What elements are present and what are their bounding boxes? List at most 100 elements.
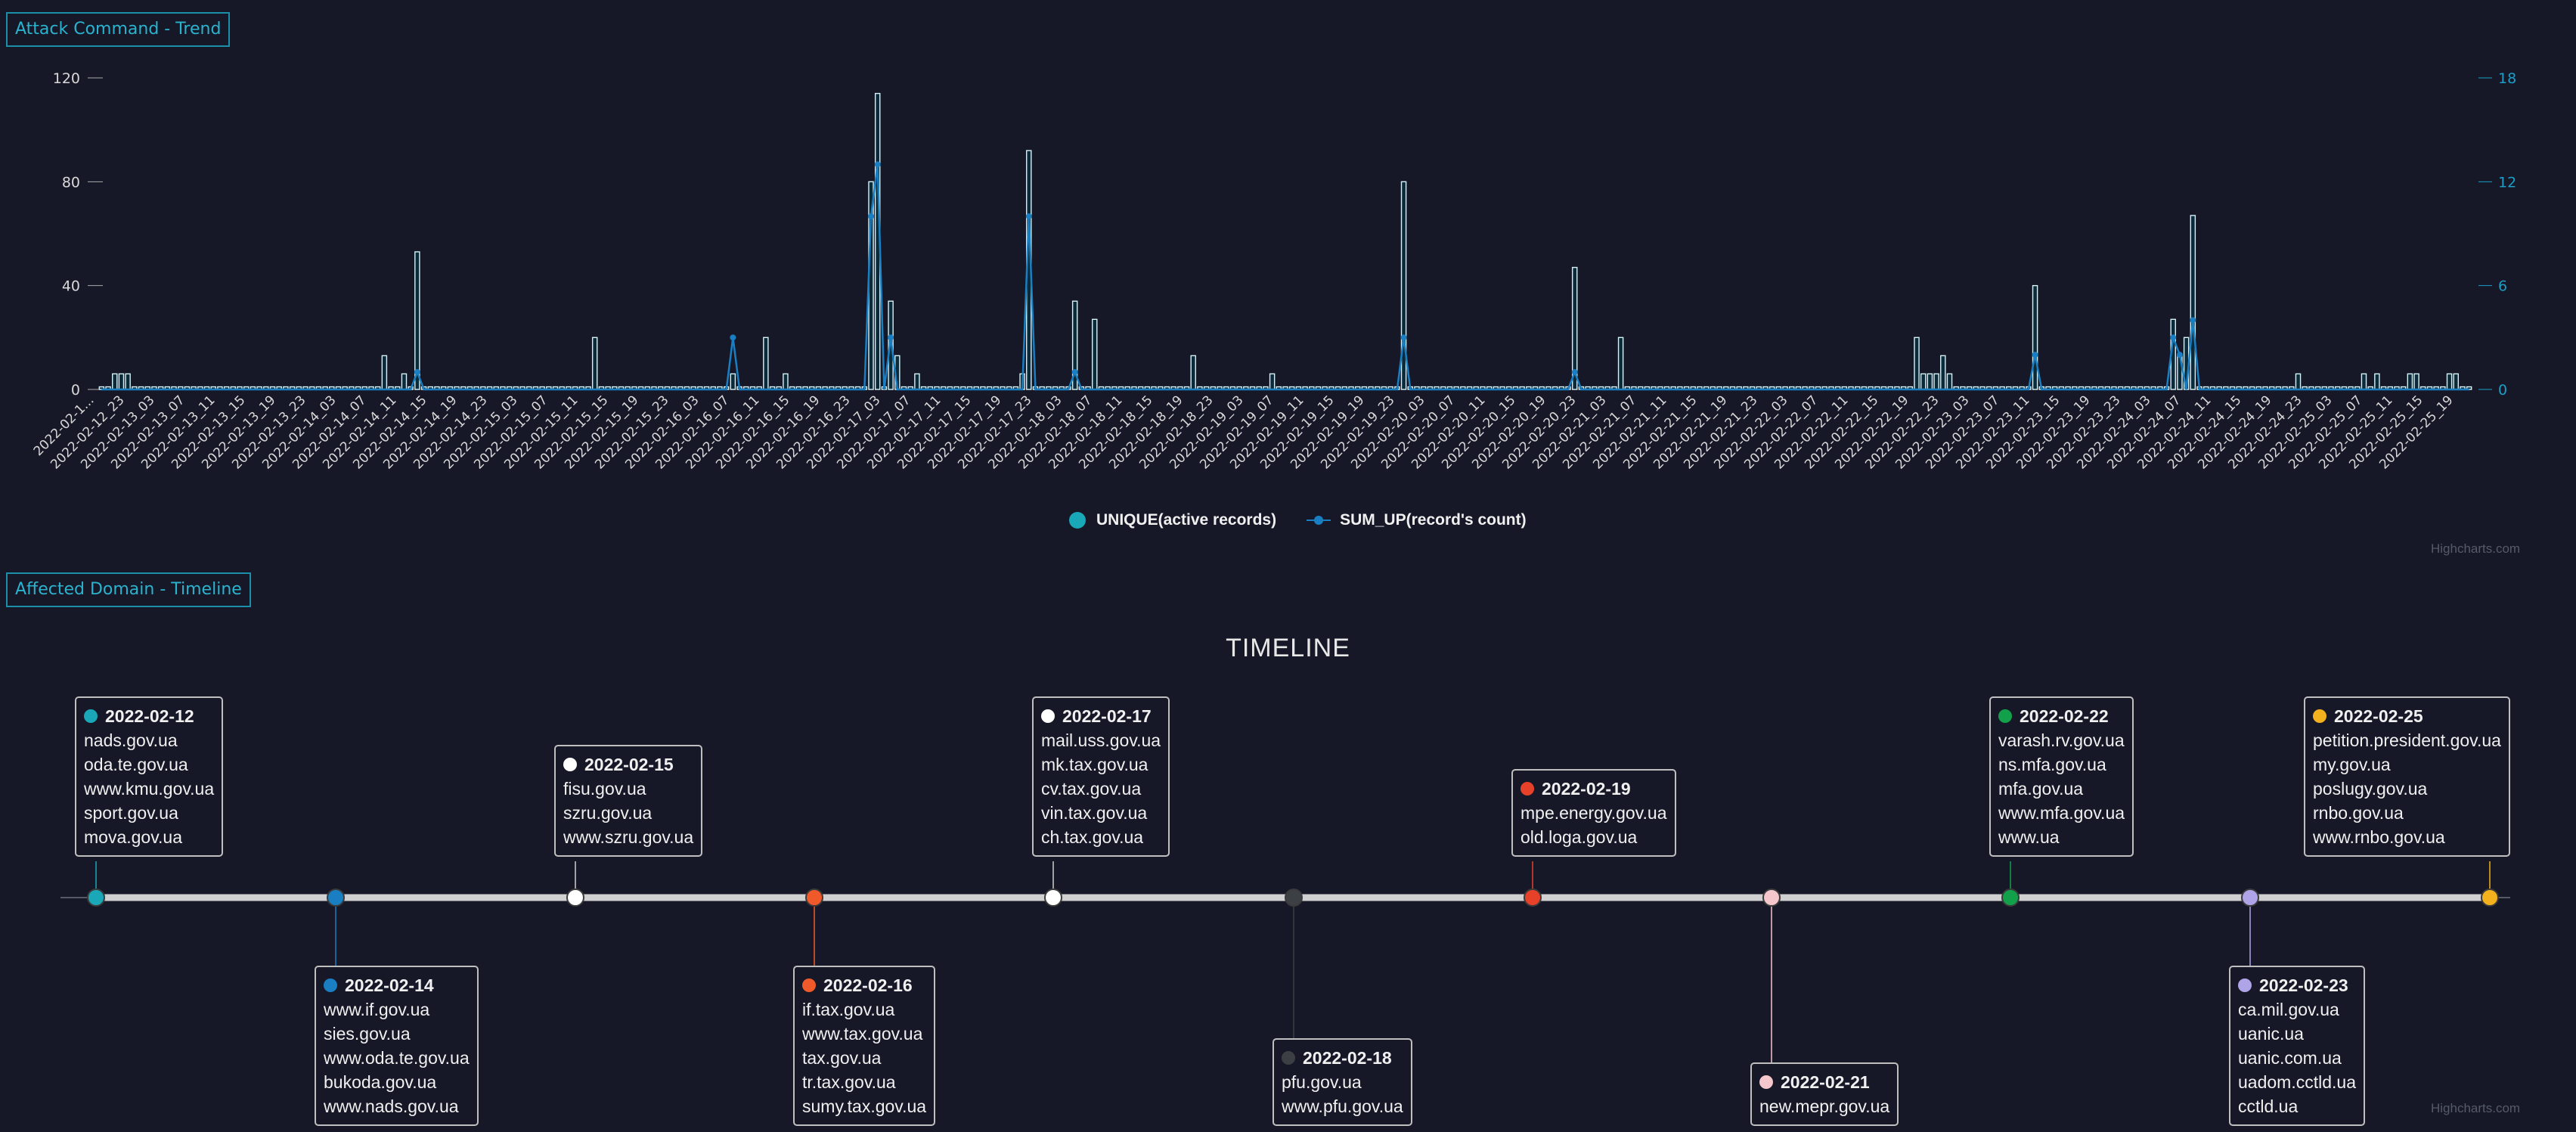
timeline-event-domain: poslugy.gov.ua: [2313, 779, 2428, 799]
timeline-event-date: 2022-02-16: [823, 975, 913, 995]
sum-up-point[interactable]: [1571, 369, 1578, 376]
timeline-point[interactable]: [2481, 889, 2499, 907]
timeline-event-domain: www.szru.gov.ua: [563, 827, 694, 847]
unique-bar[interactable]: [1071, 300, 1078, 390]
unique-bar[interactable]: [2032, 284, 2038, 390]
sum-up-point[interactable]: [2176, 352, 2183, 358]
timeline-point[interactable]: [327, 889, 345, 907]
timeline-event-domain: www.pfu.gov.ua: [1282, 1096, 1403, 1116]
timeline-event-domain: www.tax.gov.ua: [802, 1024, 923, 1044]
timeline-panel-title: Affected Domain - Timeline: [6, 572, 251, 607]
unique-bar[interactable]: [1400, 181, 1407, 390]
legend-item-unique[interactable]: UNIQUE(active records): [1068, 510, 1276, 530]
timeline-event-domain: www.if.gov.ua: [324, 1000, 430, 1019]
timeline-event-domain: nads.gov.ua: [84, 730, 178, 750]
event-dot-icon: [1998, 709, 2012, 723]
unique-bar[interactable]: [414, 251, 420, 390]
sum-up-point[interactable]: [874, 161, 881, 168]
timeline-event-domain: fisu.gov.ua: [563, 779, 646, 799]
timeline-credits[interactable]: Highcharts.com: [2431, 1101, 2521, 1115]
trend-panel-title: Attack Command - Trend: [6, 12, 231, 47]
timeline-event-domain: tr.tax.gov.ua: [802, 1072, 896, 1092]
sum-up-point[interactable]: [2170, 334, 2177, 341]
timeline-event-domain: mpe.energy.gov.ua: [1520, 803, 1667, 823]
event-dot-icon: [2238, 978, 2252, 992]
timeline-event-domain: tax.gov.ua: [802, 1048, 882, 1068]
legend-label-unique: UNIQUE(active records): [1096, 511, 1277, 529]
x-axis-labels: 2022-02-1...2022-02-12_232022-02-13_0320…: [31, 392, 2457, 472]
timeline-point[interactable]: [2241, 889, 2259, 907]
timeline-event-date: 2022-02-25: [2334, 706, 2423, 726]
timeline-event-domain: ns.mfa.gov.ua: [1998, 755, 2106, 774]
sum-up-point[interactable]: [730, 334, 736, 341]
right-axis-tick: 6: [2498, 278, 2507, 295]
timeline-point[interactable]: [1524, 889, 1542, 907]
timeline-point[interactable]: [87, 889, 105, 907]
timeline-event-domain: uanic.ua: [2238, 1024, 2304, 1044]
right-axis-tick: 0: [2498, 382, 2507, 399]
left-axis-tick: 40: [62, 278, 80, 295]
timeline-event-domain: ca.mil.gov.ua: [2238, 1000, 2339, 1019]
sum-up-point[interactable]: [888, 334, 894, 341]
sum-up-point[interactable]: [1400, 334, 1407, 341]
timeline-event-domain: uadom.cctld.ua: [2238, 1072, 2356, 1092]
sum-up-point[interactable]: [414, 369, 420, 376]
unique-bar[interactable]: [1571, 266, 1578, 390]
timeline-event-domain: www.ua: [1998, 827, 2060, 847]
sum-up-point[interactable]: [1071, 369, 1078, 376]
timeline-event-box[interactable]: 2022-02-12 nads.gov.ua oda.te.gov.ua www.km…: [75, 696, 224, 857]
sum-up-series: [101, 161, 2469, 391]
timeline-event-date-row: 2022-02-22: [1998, 704, 2125, 728]
left-axis-tick: 0: [71, 382, 80, 399]
timeline-event-domain: cctld.ua: [2238, 1096, 2299, 1116]
timeline-event-date-row: 2022-02-23: [2238, 973, 2356, 997]
timeline-event-domain: mova.gov.ua: [84, 827, 182, 847]
timeline-point[interactable]: [2001, 889, 2020, 907]
chart-credits[interactable]: Highcharts.com: [2431, 541, 2521, 556]
timeline-event-date-row: 2022-02-12: [84, 704, 214, 728]
timeline-event-domain: www.kmu.gov.ua: [84, 779, 215, 799]
unique-bar[interactable]: [888, 300, 894, 390]
timeline-event-domain: mfa.gov.ua: [1998, 779, 2084, 799]
timeline-event-date-row: 2022-02-17: [1041, 704, 1161, 728]
sum-up-line[interactable]: [101, 164, 2469, 391]
timeline-event-domain: www.mfa.gov.ua: [1998, 803, 2125, 823]
timeline-event-date: 2022-02-22: [2020, 706, 2109, 726]
event-dot-icon: [1759, 1075, 1773, 1089]
left-axis-tick: 120: [53, 70, 80, 87]
sum-up-point[interactable]: [2032, 352, 2038, 358]
timeline-event-domain: oda.te.gov.ua: [84, 755, 188, 774]
timeline-point[interactable]: [566, 889, 584, 907]
right-axis-tick: 12: [2498, 174, 2516, 191]
unique-bar[interactable]: [2190, 215, 2196, 390]
legend-label-sum-up: SUM_UP(record's count): [1340, 511, 1527, 529]
timeline-event-domain: my.gov.ua: [2313, 755, 2391, 774]
timeline-point[interactable]: [1762, 889, 1781, 907]
sum-up-point[interactable]: [2190, 317, 2196, 324]
legend-item-sum-up[interactable]: SUM_UP(record's count): [1307, 510, 1527, 530]
timeline-event-date-row: 2022-02-21: [1759, 1070, 1889, 1094]
timeline-event-date: 2022-02-12: [105, 706, 194, 726]
timeline-point[interactable]: [1285, 889, 1303, 907]
sum-up-point[interactable]: [1025, 213, 1032, 220]
sum-up-point[interactable]: [868, 213, 875, 220]
legend-line-icon: [1307, 516, 1331, 525]
event-dot-icon: [802, 978, 816, 992]
timeline-point[interactable]: [1044, 889, 1062, 907]
timeline-event-domain: rnbo.gov.ua: [2313, 803, 2404, 823]
event-dot-icon: [1520, 782, 1534, 796]
unique-bar[interactable]: [730, 373, 736, 390]
timeline-event-domain: vin.tax.gov.ua: [1041, 803, 1148, 823]
timeline-point[interactable]: [805, 889, 823, 907]
